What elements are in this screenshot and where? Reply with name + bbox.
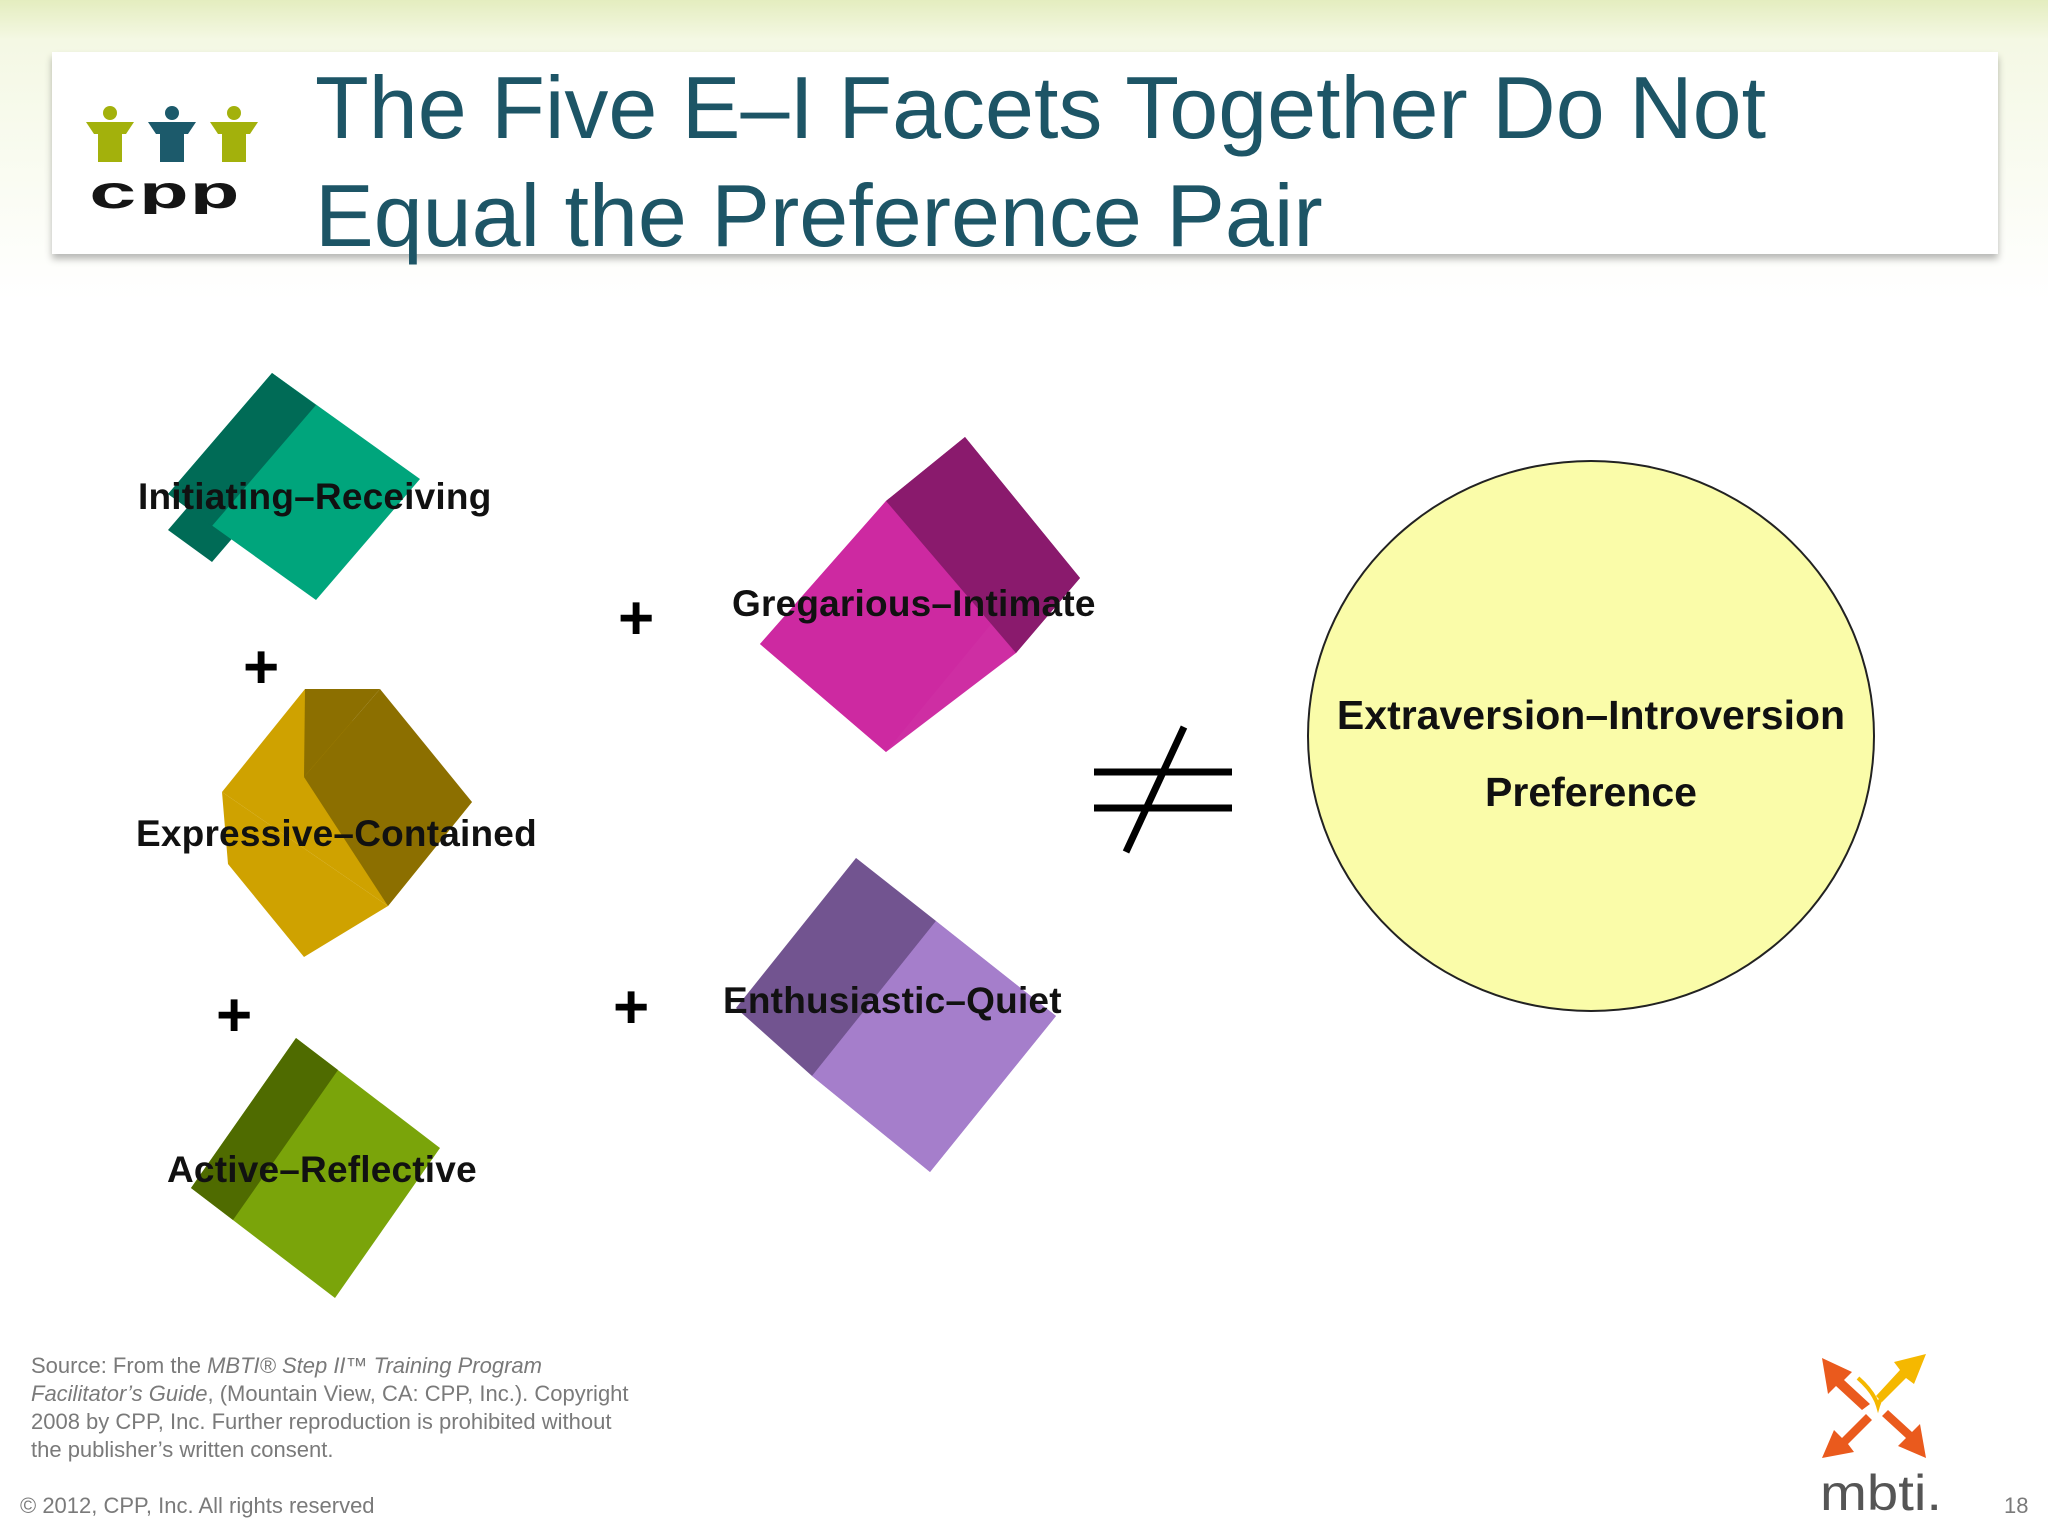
cpp-people-logo-icon	[86, 106, 258, 162]
source-title: MBTI® Step II™ Training Program Facilita…	[31, 1353, 542, 1406]
cpp-logo: cpp	[86, 106, 258, 214]
facet-label-initiating-receiving: Initiating–Receiving	[138, 476, 492, 517]
plus-sign-1: +	[243, 633, 280, 702]
cube-gregarious-intimate	[760, 432, 1090, 758]
mbti-logo: mbti.	[1820, 1354, 1942, 1518]
cube-initiating-receiving	[168, 368, 428, 618]
facet-label-active-reflective: Active–Reflective	[167, 1149, 477, 1190]
source-rest: , (Mountain View, CA: CPP, Inc.). Copyri…	[31, 1381, 629, 1462]
preference-label: Preference	[1485, 769, 1697, 815]
title-line-2: Equal the Preference Pair	[315, 166, 1323, 265]
cube-enthusiastic-quiet	[736, 856, 1066, 1176]
facet-label-gregarious-intimate: Gregarious–Intimate	[732, 583, 1096, 624]
page-number: 18	[2004, 1493, 2029, 1518]
mbti-logo-text: mbti.	[1820, 1465, 1942, 1518]
facet-label-enthusiastic-quiet: Enthusiastic–Quiet	[723, 980, 1062, 1021]
source-citation: Source: From the MBTI® Step II™ Training…	[31, 1352, 631, 1464]
cube-expressive-contained	[222, 684, 482, 964]
preference-label-pair: Extraversion–Introversion	[1336, 692, 1846, 738]
source-prefix: Source: From the	[31, 1353, 208, 1378]
plus-sign-3: +	[216, 981, 253, 1050]
plus-sign-2: +	[618, 584, 655, 653]
not-equal-icon	[1094, 725, 1232, 854]
cpp-logo-text: cpp	[88, 170, 240, 214]
title-line-1: The Five E–I Facets Together Do Not	[315, 58, 1767, 157]
preference-circle: Extraversion–Introversion Preference	[1307, 460, 1875, 1012]
facet-label-expressive-contained: Expressive–Contained	[136, 813, 537, 854]
title-banner: cpp The Five E–I Facets Together Do Not …	[52, 52, 1998, 265]
mbti-star-logo-icon	[1822, 1354, 1926, 1458]
plus-sign-4: +	[613, 973, 650, 1042]
page-title: The Five E–I Facets Together Do Not Equa…	[315, 54, 1975, 270]
copyright-notice: © 2012, CPP, Inc. All rights reserved	[20, 1493, 375, 1518]
cube-active-reflective	[188, 1036, 448, 1306]
